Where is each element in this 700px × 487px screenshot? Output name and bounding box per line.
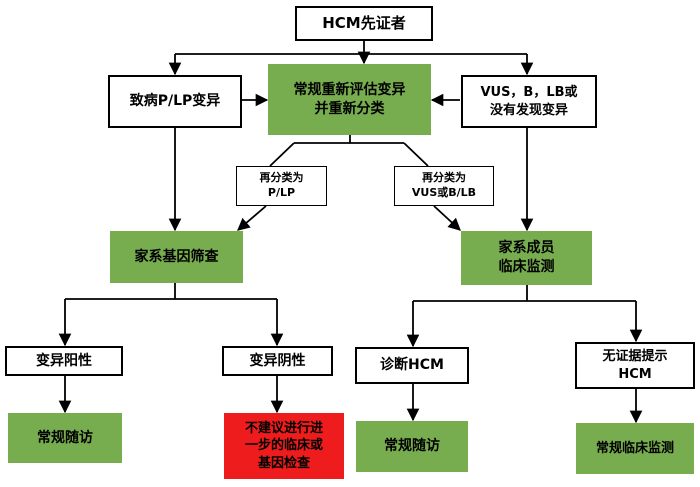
node-vus-or-none: VUS，B，LB或 没有发现变异 — [461, 75, 597, 128]
node-family-clinical-monitoring: 家系成员 临床监测 — [461, 231, 592, 285]
node-reclass-plp: 再分类为 P/LP — [236, 166, 327, 206]
node-reevaluate-reclassify: 常规重新评估变异 并重新分类 — [268, 64, 431, 135]
node-family-gene-screening: 家系基因筛查 — [110, 231, 243, 283]
connector-reevaluate-right — [403, 142, 429, 167]
arrow-reclass-vus — [433, 205, 461, 231]
node-diagnosed-hcm: 诊断HCM — [355, 347, 469, 384]
arrow-reclass-plp — [237, 205, 267, 231]
node-routine-followup-right: 常规随访 — [356, 421, 468, 472]
node-hcm-proband: HCM先证者 — [295, 6, 433, 41]
connector-reevaluate-left — [269, 142, 295, 167]
node-no-further-testing: 不建议进行进 一步的临床或 基因检查 — [224, 413, 344, 479]
node-routine-followup-left: 常规随访 — [8, 413, 122, 463]
node-variant-positive: 变异阳性 — [5, 346, 123, 376]
node-reclass-vus-b-lb: 再分类为 VUS或B/LB — [394, 166, 494, 206]
node-pathogenic-variant: 致病P/LP变异 — [108, 75, 242, 128]
node-no-evidence-hcm: 无证据提示 HCM — [575, 342, 695, 389]
node-variant-negative: 变异阴性 — [222, 346, 333, 376]
node-routine-clinical-monitoring: 常规临床监测 — [576, 423, 694, 474]
